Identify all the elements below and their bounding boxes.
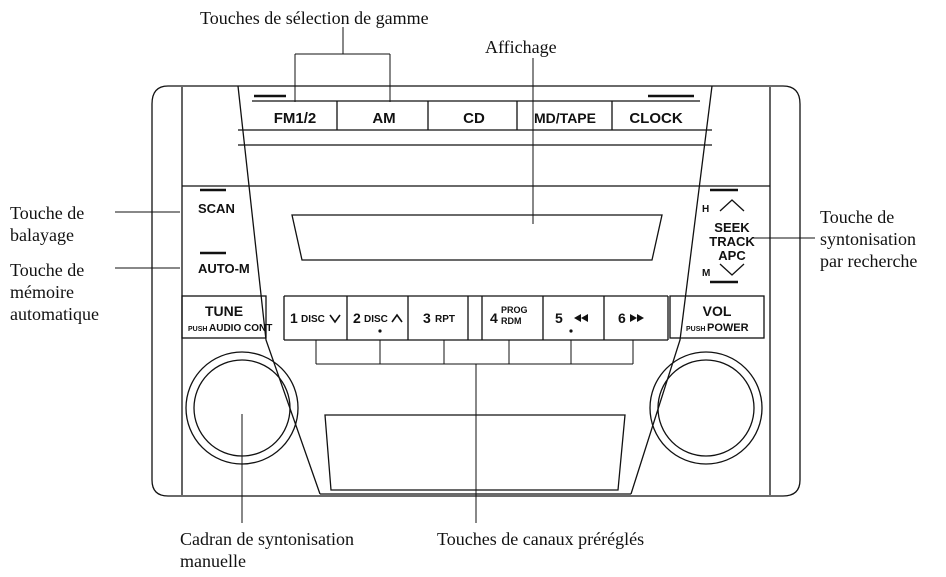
preset-1-number: 1 <box>290 310 298 326</box>
m-marker: M <box>702 268 710 279</box>
disc-down-icon <box>329 314 341 324</box>
callout-auto-memory-key: Touche de mémoire automatique <box>10 260 99 324</box>
preset-2-number: 2 <box>353 310 361 326</box>
seek-up-chevron <box>719 199 745 212</box>
vol-push-label: PUSH <box>686 326 705 333</box>
audio-cont-label: AUDIO CONT <box>209 323 272 334</box>
power-label: POWER <box>707 322 749 334</box>
vol-button <box>669 295 765 339</box>
vol-knob-inner <box>657 359 755 457</box>
disc-up-icon <box>391 313 403 323</box>
preset-1-sub: DISC <box>301 314 325 325</box>
tune-push-label: PUSH <box>188 326 207 333</box>
scan-button-label: SCAN <box>198 201 235 216</box>
preset-2-sub: DISC <box>364 314 388 325</box>
preset-4-number: 4 <box>490 310 498 326</box>
seek-down-chevron <box>719 263 745 276</box>
seek-label: SEEK <box>714 220 750 235</box>
cd-button-label: CD <box>463 110 485 127</box>
tune-button <box>181 295 267 339</box>
callout-display: Affichage <box>485 37 557 57</box>
clock-button-label: CLOCK <box>629 110 682 127</box>
preset-5-number: 5 <box>555 310 563 326</box>
callout-seek-key: Touche de syntonisation par recherche <box>820 207 918 271</box>
tune-label: TUNE <box>205 303 243 319</box>
auto-m-button-label: AUTO-M <box>198 261 250 276</box>
preset-5-dot <box>569 329 573 333</box>
callout-scan-key: Touche de balayage <box>10 203 85 245</box>
apc-label: APC <box>718 248 746 263</box>
fast-forward-icon <box>630 314 644 322</box>
display-window <box>291 214 663 261</box>
md-tape-button-label: MD/TAPE <box>534 110 596 126</box>
preset-4-sub-top: PROG <box>501 305 528 315</box>
vol-knob-outer <box>649 351 763 465</box>
vol-label: VOL <box>703 303 732 319</box>
preset-3-sub: RPT <box>435 314 455 325</box>
faceplate-outline <box>237 85 713 495</box>
bottom-slot <box>324 414 626 491</box>
h-marker: H <box>702 204 709 215</box>
track-label: TRACK <box>709 234 755 249</box>
rewind-icon <box>574 314 588 322</box>
preset-2-dot <box>378 329 382 333</box>
unit-outer-frame <box>151 85 801 497</box>
preset-3-number: 3 <box>423 310 431 326</box>
callout-band-keys: Touches de sélection de gamme <box>200 8 429 28</box>
fm-button-label: FM1/2 <box>274 110 317 127</box>
am-button-label: AM <box>372 110 395 127</box>
callout-preset-keys: Touches de canaux préréglés <box>437 529 645 549</box>
preset-6-number: 6 <box>618 310 626 326</box>
callout-manual-dial: Cadran de syntonisation manuelle <box>180 529 354 571</box>
preset-4-sub-bottom: RDM <box>501 316 522 326</box>
